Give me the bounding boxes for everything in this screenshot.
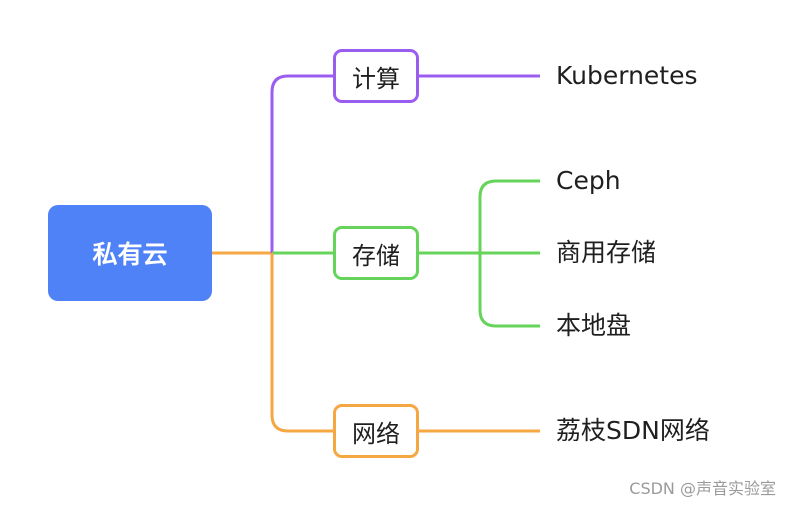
leaf-local-disk: 本地盘 (556, 311, 632, 340)
leaf-kubernetes: Kubernetes (556, 61, 698, 90)
branch-node-compute: 计算 (333, 49, 419, 103)
connector-root-compute (270, 74, 333, 253)
connector-storage-ceph (478, 179, 540, 253)
branch-node-storage: 存储 (333, 226, 419, 280)
branch-label-network: 网络 (352, 419, 400, 448)
connector-root-network (270, 253, 333, 433)
branch-label-storage: 存储 (352, 241, 400, 270)
root-node: 私有云 (48, 205, 212, 301)
branch-label-compute: 计算 (352, 64, 400, 93)
leaf-ceph: Ceph (556, 166, 621, 195)
watermark: CSDN @声音实验室 (629, 479, 776, 498)
connector-storage-local (478, 253, 540, 328)
leaf-commercial-storage: 商用存储 (556, 238, 657, 267)
branch-node-network: 网络 (333, 404, 419, 458)
root-label: 私有云 (92, 240, 168, 269)
leaf-lychee-sdn: 荔枝SDN网络 (556, 416, 710, 445)
